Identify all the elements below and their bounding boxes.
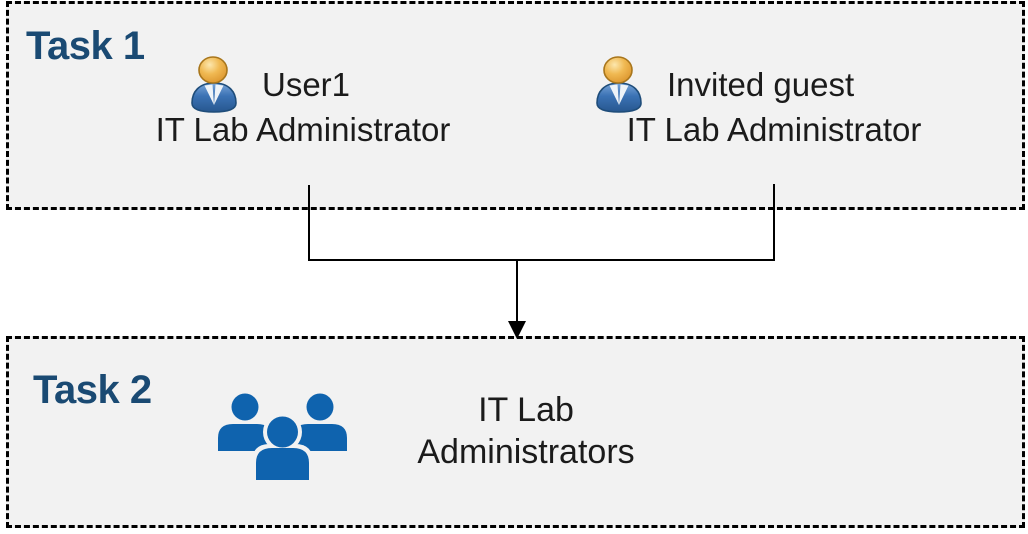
user-node-invited-guest: Invited guest xyxy=(591,54,854,114)
user-name: User1 xyxy=(262,65,351,103)
user-icon xyxy=(186,54,242,114)
task1-box xyxy=(6,1,1025,210)
group-name-line: Administrators xyxy=(417,433,635,471)
group-name: IT Lab Administrators xyxy=(395,389,657,473)
user-role: IT Lab Administrator xyxy=(155,111,451,148)
task2-label: Task 2 xyxy=(33,368,152,412)
user-icon xyxy=(591,54,647,114)
group-name-line: IT Lab xyxy=(478,391,574,429)
user-name: Invited guest xyxy=(667,65,855,103)
task1-label: Task 1 xyxy=(26,24,145,68)
group-people-icon xyxy=(217,392,348,480)
user-role: IT Lab Administrator xyxy=(626,111,922,148)
user-node-user1: User1 xyxy=(186,54,350,114)
